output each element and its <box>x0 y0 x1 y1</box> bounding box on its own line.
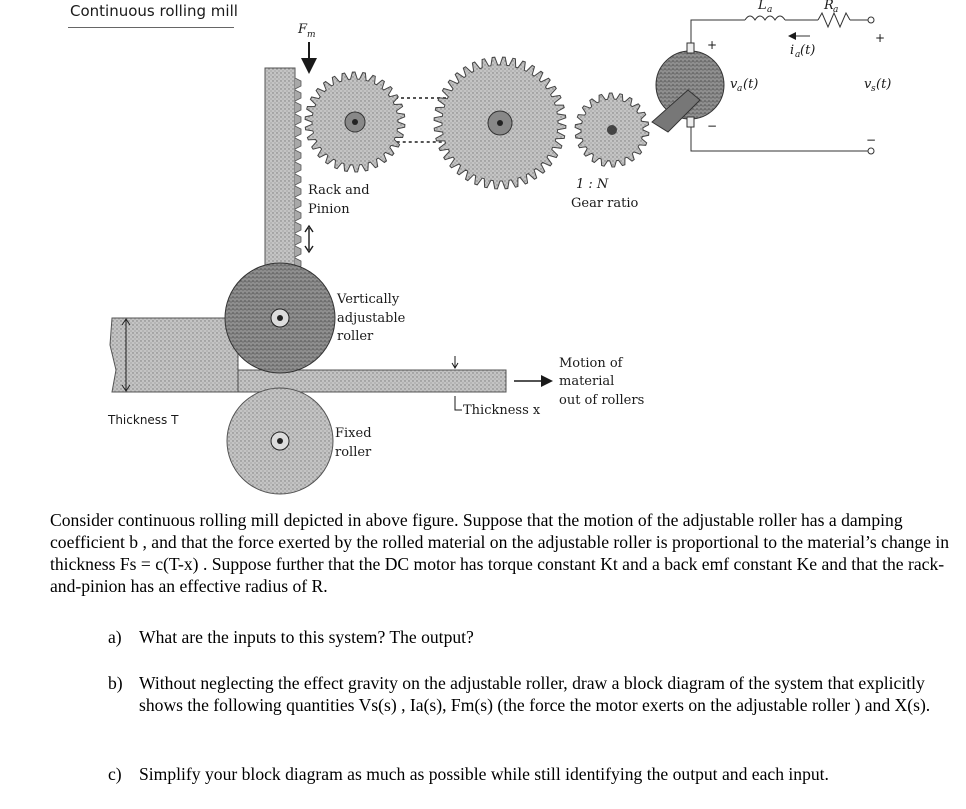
va-minus: − <box>707 119 717 133</box>
vs-label: v <box>864 77 872 92</box>
dc-motor <box>651 42 725 133</box>
question-a-label: a) <box>108 627 122 647</box>
motion-label-3: out of rollers <box>559 393 644 408</box>
adjustable-label-1: Vertically <box>336 292 400 307</box>
current-label-sub: a <box>795 50 800 60</box>
resistor-zigzag <box>817 11 851 29</box>
page-title: Continuous rolling mill <box>70 2 238 20</box>
question-c: c) Simplify your block diagram as much a… <box>108 763 938 785</box>
question-b: b) Without neglecting the effect gravity… <box>108 672 938 716</box>
va-label: v <box>730 77 738 92</box>
inductor-label: L <box>757 0 767 13</box>
vs-label-arg: (t) <box>876 77 891 92</box>
resistor-label-sub: a <box>833 5 838 15</box>
force-arrow-group: F m <box>297 22 317 74</box>
current-label: i <box>790 43 794 58</box>
thickness-out-indicator <box>451 356 462 411</box>
vertical-motion-arrow <box>304 224 314 254</box>
question-b-text: Without neglecting the effect gravity on… <box>139 673 931 715</box>
question-b-label: b) <box>108 673 123 693</box>
question-a: a) What are the inputs to this system? T… <box>108 626 938 648</box>
adjustable-roller <box>224 262 336 374</box>
rack-label-1: Rack and <box>308 183 370 198</box>
ratio-label: 1 : N <box>576 177 609 192</box>
fixed-label-1: Fixed <box>335 426 372 441</box>
armature-circuit <box>690 11 875 155</box>
motion-label-1: Motion of <box>559 356 624 371</box>
ratio-caption: Gear ratio <box>571 196 639 211</box>
va-label-sub: a <box>737 84 742 94</box>
adjustable-label-3: roller <box>337 329 374 344</box>
rack-teeth <box>294 77 302 306</box>
rack-label-2: Pinion <box>308 202 350 217</box>
va-plus: + <box>707 38 717 52</box>
thickness-in-label: Thickness T <box>107 413 179 427</box>
vs-minus: − <box>866 133 876 147</box>
adjustable-label-2: adjustable <box>337 311 406 326</box>
motion-label-2: material <box>559 374 614 389</box>
vs-label-sub: s <box>871 84 876 94</box>
gear-train <box>304 56 650 190</box>
force-label: F <box>297 22 308 37</box>
problem-statement: Consider continuous rolling mill depicte… <box>50 509 950 597</box>
inductor-coil <box>744 15 786 21</box>
inductor-label-sub: a <box>767 5 772 15</box>
title-underline <box>68 27 234 28</box>
thickness-out-label: Thickness x <box>463 403 541 418</box>
material <box>109 317 507 393</box>
vs-plus: + <box>875 31 885 45</box>
question-c-text: Simplify your block diagram as much as p… <box>139 764 829 784</box>
fixed-roller <box>226 387 334 495</box>
resistor-label: R <box>823 0 834 13</box>
problem-intro: Consider continuous rolling mill depicte… <box>50 510 950 596</box>
question-a-text: What are the inputs to this system? The … <box>139 627 474 647</box>
rolling-mill-figure: F m 1 : N Gear ratio <box>107 0 891 495</box>
force-label-sub: m <box>307 30 316 40</box>
fixed-label-2: roller <box>335 445 372 460</box>
question-c-label: c) <box>108 764 122 784</box>
va-label-arg: (t) <box>743 77 758 92</box>
current-label-arg: (t) <box>800 43 815 58</box>
